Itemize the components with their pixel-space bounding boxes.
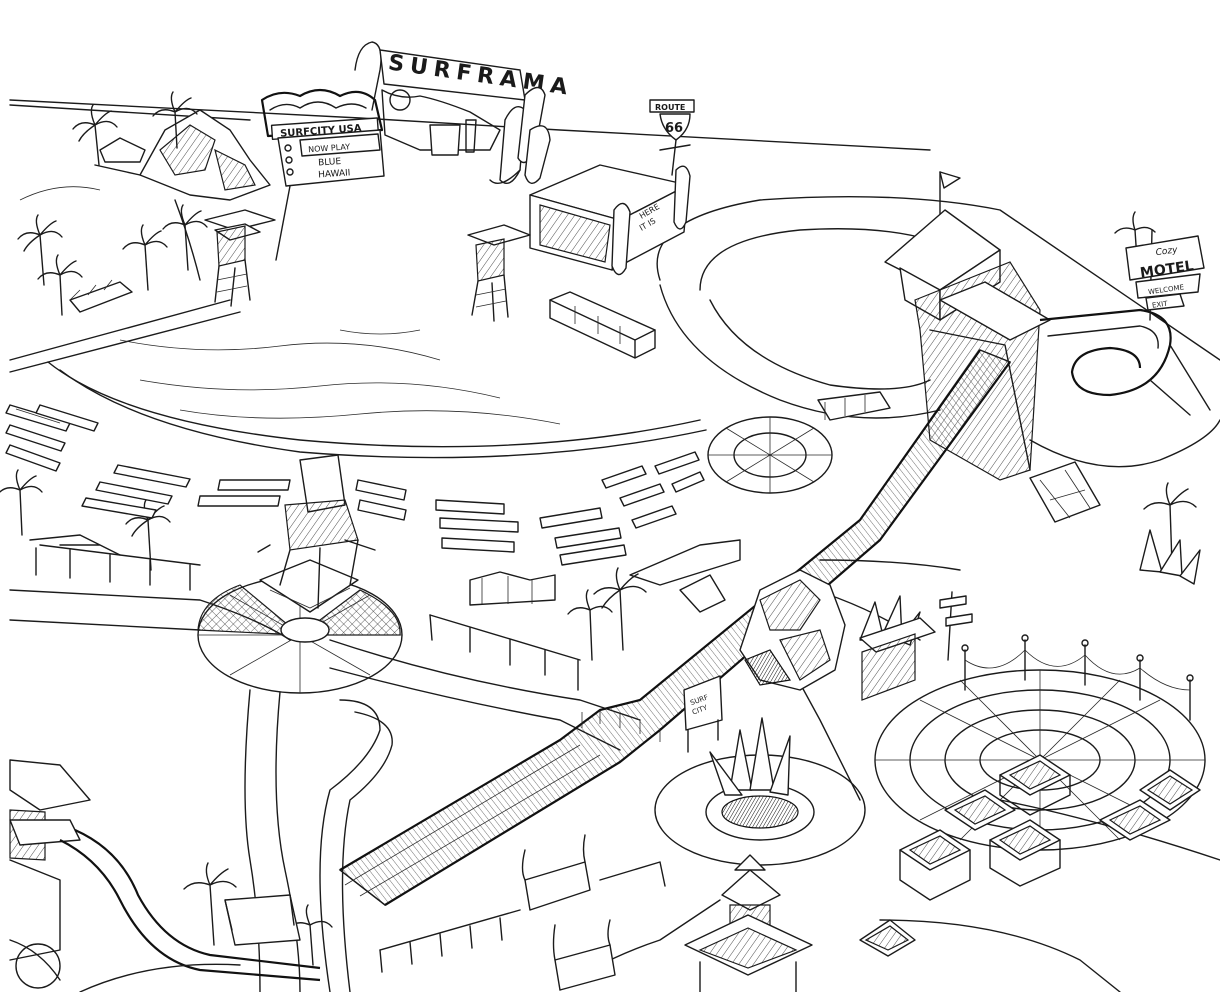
palm-tree-icon (567, 589, 613, 661)
pagoda (684, 854, 813, 992)
waterfall-hill (19, 109, 271, 313)
slide-building-bottom-left (9, 759, 321, 992)
central-tower (257, 454, 376, 613)
lifeguard-tower (204, 209, 276, 307)
slide-tower (884, 171, 1211, 523)
palm-tree-icon (122, 224, 168, 291)
surfcity-movie-line1: BLUE (318, 157, 342, 169)
surf-city-mini-sign: SURF CITY (683, 675, 723, 753)
lifeguard-tower (467, 224, 531, 322)
route-66-sign: ROUTE 66 (649, 99, 695, 176)
palm-tree-icon (152, 91, 198, 149)
cabana-row (549, 291, 656, 359)
palm-tree-icon (183, 862, 237, 946)
palm-tree-icon (37, 254, 83, 316)
palm-tree-icon (0, 469, 43, 536)
route-number: 66 (665, 121, 683, 136)
palm-tree-icon (162, 204, 208, 271)
route-title: ROUTE (655, 103, 685, 112)
motel-sign: Cozy MOTEL WELCOME EXIT (1125, 229, 1205, 321)
signpost (939, 591, 973, 661)
upper-plaza (707, 391, 891, 494)
surfcity-now-play: NOW PLAY (308, 142, 351, 154)
surf-stand: HERE IT IS (529, 164, 691, 276)
motel-small-text: Cozy (1155, 245, 1179, 258)
pavilions (859, 754, 1201, 957)
motel-text: MOTEL (1139, 258, 1195, 281)
palm-tree-icon (17, 214, 63, 286)
palm-tree-icon (72, 104, 118, 166)
palm-tree-icon (593, 567, 647, 651)
beach-chairs (5, 404, 705, 566)
left-fences (29, 534, 741, 691)
surfcity-usa-sign: SURFCITY USA NOW PLAY BLUE HAWAII (260, 88, 385, 261)
boardwalk-ramp (338, 349, 1012, 906)
surfcity-movie-line2: HAWAII (318, 168, 351, 180)
fountain-plaza (654, 717, 866, 866)
bench-gates (379, 834, 666, 991)
kiosk (859, 617, 936, 701)
main-plaza (874, 634, 1220, 992)
surframa-sign: SURFRAMA (354, 41, 575, 184)
motel-exit-text: EXIT (1152, 300, 1169, 310)
rock-formation (679, 569, 846, 691)
